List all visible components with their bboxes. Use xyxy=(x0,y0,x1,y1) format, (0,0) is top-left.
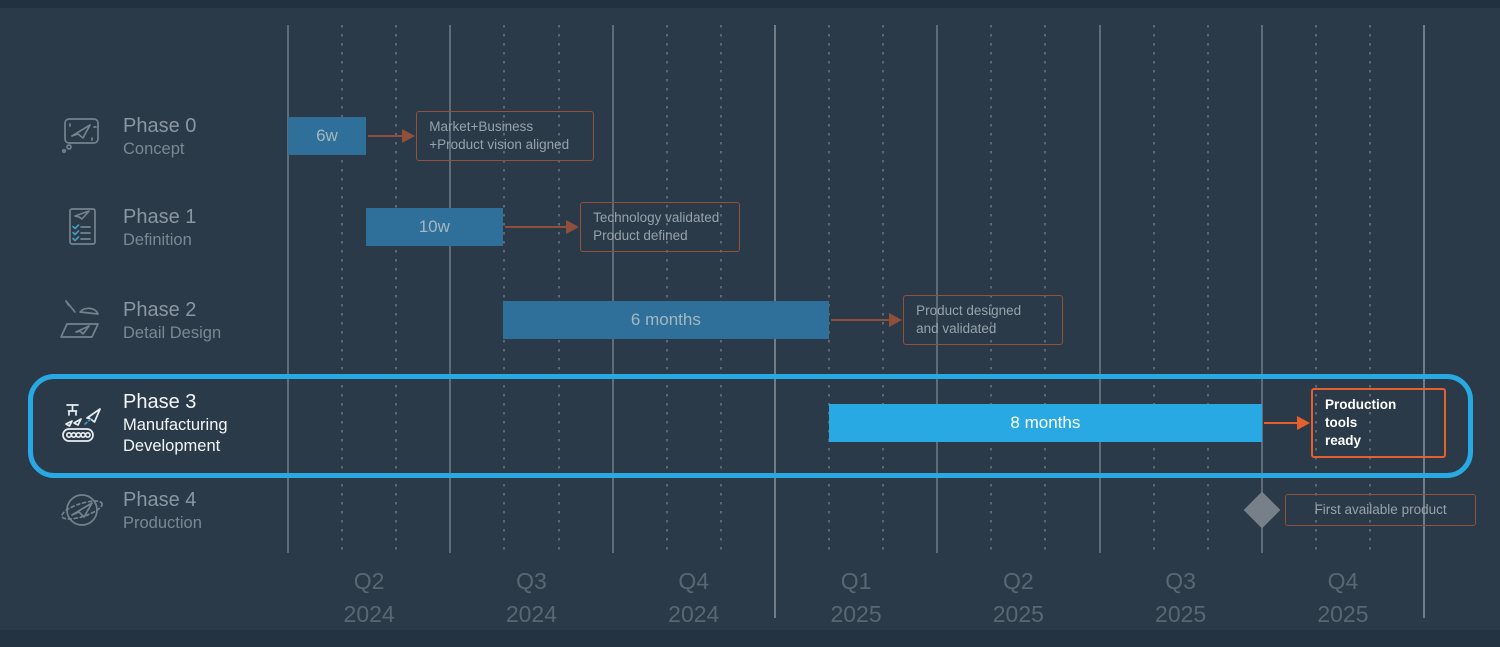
bar-duration-label: 8 months xyxy=(1010,413,1081,432)
gantt-bar[interactable]: 6 months xyxy=(502,301,829,339)
year-text: 2025 xyxy=(1155,601,1207,627)
milestone-note[interactable]: First available product xyxy=(1285,494,1477,526)
bar-duration-label: 6w xyxy=(316,126,338,145)
detail-design-drafting-icon xyxy=(56,294,108,346)
dependency-arrow xyxy=(831,319,892,321)
month-gridline xyxy=(557,25,560,553)
quarter-gridline xyxy=(936,25,939,553)
dependency-arrow xyxy=(504,226,569,228)
month-gridline xyxy=(503,25,506,553)
note-line: ready xyxy=(1325,433,1362,448)
year-text: 2025 xyxy=(992,601,1044,627)
axis-label-quarter: Q3 2024 xyxy=(451,565,611,631)
milestone-note[interactable]: Market+Business +Product vision aligned xyxy=(416,111,595,161)
year-text: 2024 xyxy=(343,601,395,627)
month-gridline xyxy=(1044,25,1047,553)
quarter-gridline xyxy=(1260,25,1263,553)
year-text: 2025 xyxy=(830,601,882,627)
note-line: First available product xyxy=(1314,502,1447,517)
phase-title: Phase 0 xyxy=(123,114,197,137)
month-gridline xyxy=(882,25,885,553)
month-gridline xyxy=(828,25,830,553)
bottom-edge-band xyxy=(0,630,1500,647)
phase-title: Phase 3 xyxy=(123,391,197,413)
top-edge-band xyxy=(0,0,1500,8)
phase-title: Phase 2 xyxy=(123,298,197,321)
axis-label-quarter: Q3 2025 xyxy=(1101,565,1261,631)
quarter-text: Q4 xyxy=(678,568,710,594)
phase-subtitle: Definition xyxy=(123,230,192,249)
phase-title: Phase 1 xyxy=(123,205,197,228)
month-gridline xyxy=(1206,25,1209,553)
year-text: 2024 xyxy=(505,601,558,627)
month-gridline xyxy=(1369,25,1371,553)
axis-label-quarter: Q4 2025 xyxy=(1263,565,1423,631)
month-gridline xyxy=(341,25,344,553)
dependency-arrow xyxy=(367,135,405,137)
quarter-gridline xyxy=(1423,25,1426,618)
note-line: Product defined xyxy=(593,228,688,243)
month-gridline xyxy=(395,25,398,553)
production-launch-icon xyxy=(56,484,108,536)
phase-legend[interactable]: Phase 4 Production xyxy=(123,487,202,534)
note-line: Technology validated xyxy=(593,210,720,225)
note-line: and validated xyxy=(916,321,997,336)
quarter-text: Q1 xyxy=(840,568,872,594)
quarter-text: Q3 xyxy=(1165,568,1196,594)
phase-subtitle: Development xyxy=(123,437,221,455)
phase-subtitle: Production xyxy=(123,513,202,532)
phase-legend[interactable]: Phase 1 Definition xyxy=(123,204,196,251)
year-text: 2025 xyxy=(1317,601,1369,627)
phase-title: Phase 4 xyxy=(123,488,197,511)
phase-subtitle: Manufacturing xyxy=(123,416,228,434)
phase-subtitle: Detail Design xyxy=(123,323,222,342)
concept-bubble-plane-icon xyxy=(56,110,108,162)
phase-legend[interactable]: Phase 0 Concept xyxy=(123,113,196,160)
quarter-text: Q3 xyxy=(516,568,547,594)
phase-subtitle: Concept xyxy=(123,139,185,158)
quarter-text: Q2 xyxy=(1003,568,1034,594)
bar-duration-label: 6 months xyxy=(630,310,701,329)
gantt-bar[interactable]: 8 months xyxy=(829,404,1262,442)
month-gridline xyxy=(719,25,722,553)
year-text: 2024 xyxy=(668,601,720,627)
bar-duration-label: 10w xyxy=(418,217,450,236)
quarter-gridline xyxy=(1098,25,1101,553)
note-line: Market+Business xyxy=(429,119,534,134)
gantt-bar[interactable]: 10w xyxy=(365,208,503,246)
gantt-bar[interactable]: 6w xyxy=(288,117,366,155)
quarter-gridline xyxy=(449,25,452,553)
arrowhead-icon xyxy=(566,220,580,234)
note-line: Production tools xyxy=(1325,397,1397,430)
month-gridline xyxy=(1152,25,1155,553)
month-gridline xyxy=(990,25,993,553)
milestone-note[interactable]: Production tools ready xyxy=(1311,388,1447,458)
arrowhead-icon xyxy=(889,313,903,327)
quarter-gridline xyxy=(287,25,289,553)
quarter-text: Q2 xyxy=(353,568,385,594)
phase-legend[interactable]: Phase 2 Detail Design xyxy=(123,297,221,344)
axis-label-quarter: Q2 2025 xyxy=(938,565,1098,631)
arrowhead-icon xyxy=(1297,416,1311,430)
note-line: +Product vision aligned xyxy=(429,137,570,152)
quarter-text: Q4 xyxy=(1327,568,1359,594)
month-gridline xyxy=(665,25,668,553)
axis-label-quarter: Q1 2025 xyxy=(776,565,936,631)
definition-checklist-icon xyxy=(56,201,108,253)
quarter-gridline xyxy=(611,25,614,553)
phase3-highlight-outline xyxy=(28,374,1473,478)
axis-label-quarter: Q4 2024 xyxy=(614,565,774,631)
axis-label-quarter: Q2 2024 xyxy=(289,565,449,631)
month-gridline xyxy=(1314,25,1317,553)
milestone-diamond[interactable] xyxy=(1243,491,1281,529)
dependency-arrow xyxy=(1263,422,1300,424)
note-line: Product designed xyxy=(916,303,1022,318)
manufacturing-conveyor-icon xyxy=(56,397,108,449)
milestone-note[interactable]: Product designed and validated xyxy=(903,295,1064,345)
arrowhead-icon xyxy=(402,129,416,143)
